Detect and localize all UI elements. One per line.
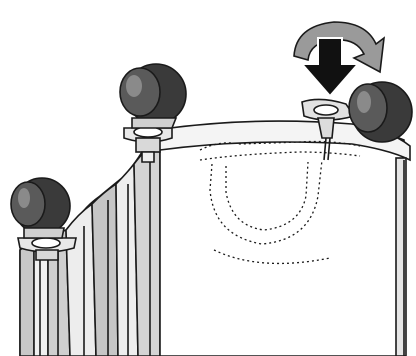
rod-clip-lower-left bbox=[17, 237, 77, 261]
rod-clip-right bbox=[301, 98, 356, 161]
left-pleated-curtain bbox=[19, 149, 161, 356]
pleat-fold bbox=[19, 243, 35, 356]
right-edge-shade bbox=[395, 157, 407, 356]
right-flat-curtain bbox=[155, 120, 411, 356]
finial-knob-left bbox=[119, 63, 187, 129]
right-curtain-fabric bbox=[155, 122, 405, 356]
curtain-rod bbox=[155, 120, 411, 162]
pleat-fold bbox=[65, 202, 97, 356]
rod-clip-left bbox=[123, 126, 173, 163]
press-down-arrow-icon bbox=[299, 37, 361, 98]
finial-knob-right bbox=[348, 81, 413, 143]
pleat-fold bbox=[133, 149, 161, 356]
finial-knob-lower-left bbox=[10, 177, 71, 239]
pleat-fold bbox=[91, 182, 119, 356]
hidden-fabric-loop bbox=[199, 140, 361, 265]
